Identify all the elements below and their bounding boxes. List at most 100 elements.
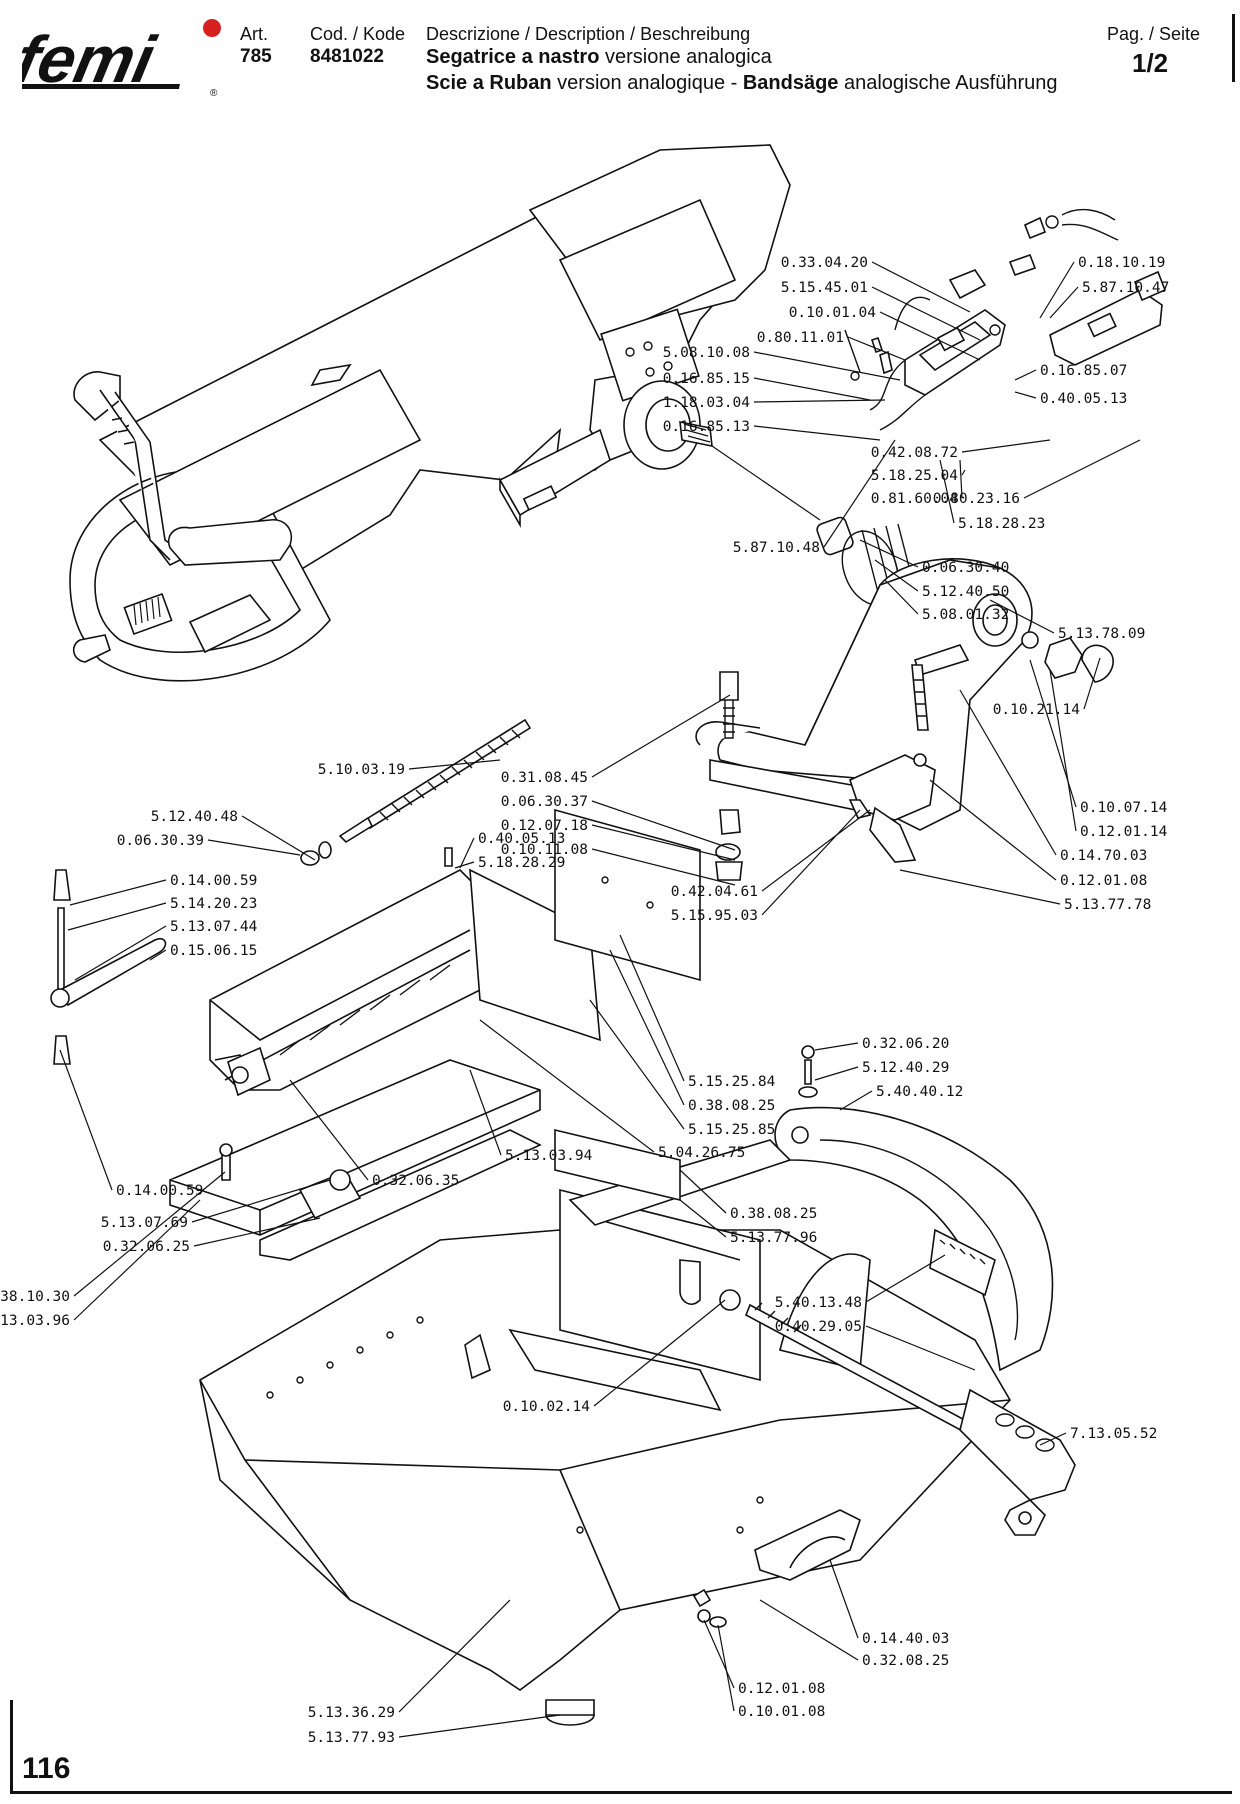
callout-label: 5.08.10.08 bbox=[663, 345, 750, 361]
leader-line bbox=[469, 1069, 502, 1156]
leader-line bbox=[479, 1019, 655, 1153]
callout-label: 5.08.01.32 bbox=[922, 607, 1009, 623]
callout-label: 0.12.01.08 bbox=[1060, 873, 1147, 889]
footer-bottom-rule bbox=[10, 1791, 1232, 1794]
callout-label: 0.10.21.14 bbox=[993, 702, 1081, 718]
leader-line bbox=[939, 459, 955, 524]
callout-label: 5.40.40.12 bbox=[876, 1084, 963, 1100]
header-right-rule bbox=[1232, 14, 1235, 82]
logo-red-dot bbox=[203, 19, 221, 37]
leader-line bbox=[839, 1090, 873, 1111]
callout-label: 0.40.05.13 bbox=[1040, 391, 1127, 407]
description-line-2: Scie a Ruban version analogique - Bandsä… bbox=[426, 72, 1058, 94]
leader-line bbox=[847, 336, 906, 361]
callout-label: 0.80.23.16 bbox=[933, 491, 1020, 507]
callout-label: 0.18.10.19 bbox=[1078, 255, 1165, 271]
callout-label: 5.12.40.48 bbox=[151, 809, 238, 825]
callout-label: 7.13.05.52 bbox=[1070, 1426, 1157, 1442]
leader-line bbox=[1023, 439, 1141, 499]
callout-label: 5.13.07.44 bbox=[170, 919, 258, 935]
leader-line bbox=[959, 459, 963, 499]
callout-label: 0.06.30.40 bbox=[922, 560, 1009, 576]
leader-line bbox=[865, 1254, 946, 1303]
callout-label: 0.16.85.07 bbox=[1040, 363, 1127, 379]
leader-line bbox=[961, 439, 1051, 453]
callout-label: 0.80.11.01 bbox=[757, 330, 844, 346]
leader-line bbox=[289, 1079, 369, 1181]
art-value: 785 bbox=[240, 46, 272, 67]
leader-line bbox=[959, 689, 1057, 856]
leader-line bbox=[1039, 261, 1075, 319]
leader-line bbox=[241, 815, 316, 861]
leader-line bbox=[609, 949, 685, 1106]
leader-line bbox=[871, 286, 981, 341]
leader-line bbox=[69, 879, 167, 906]
callout-leaders bbox=[59, 261, 1141, 1738]
leader-line bbox=[74, 925, 167, 981]
page-label: Pag. / Seite bbox=[1107, 24, 1201, 44]
callout-label: 0.32.06.25 bbox=[103, 1239, 190, 1255]
leader-line bbox=[408, 759, 501, 770]
callout-label: 0.06.30.39 bbox=[117, 833, 204, 849]
page-number: 116 bbox=[22, 1752, 71, 1785]
callout-label: 0.10.01.08 bbox=[738, 1704, 825, 1720]
callout-label: 5.14.20.23 bbox=[170, 896, 257, 912]
leader-line bbox=[589, 999, 685, 1130]
leader-line bbox=[679, 1169, 727, 1214]
callout-label: 0.32.06.35 bbox=[372, 1173, 459, 1189]
leader-line bbox=[961, 469, 966, 476]
callout-label: 0.81.60.04 bbox=[871, 491, 959, 507]
leader-line bbox=[929, 779, 1057, 881]
leader-line bbox=[459, 837, 475, 869]
leader-line bbox=[679, 1199, 727, 1238]
leader-line bbox=[59, 1049, 113, 1191]
callout-label: 0.38.08.25 bbox=[730, 1206, 817, 1222]
leader-line bbox=[761, 809, 871, 892]
leader-line bbox=[829, 1559, 859, 1639]
vise-jaws bbox=[169, 1059, 542, 1261]
centerline bbox=[711, 445, 821, 521]
callout-label: 5.13.36.29 bbox=[308, 1705, 395, 1721]
callout-label: 0.12.07.18 bbox=[501, 818, 588, 834]
callout-label: 5.18.28.23 bbox=[958, 516, 1045, 532]
leader-line bbox=[1039, 1432, 1067, 1446]
leader-line bbox=[717, 1624, 735, 1712]
callout-label: 5.04.26.75 bbox=[658, 1145, 745, 1161]
callout-label: 0.10.02.14 bbox=[503, 1399, 591, 1415]
machine-base bbox=[199, 1128, 1011, 1726]
callout-label: 0.14.70.03 bbox=[1060, 848, 1147, 864]
callout-label: 5.13.77.93 bbox=[308, 1730, 395, 1746]
callout-label: 5.15.45.01 bbox=[781, 280, 868, 296]
leader-line bbox=[753, 351, 901, 381]
callout-label: 0.40.29.05 bbox=[775, 1319, 862, 1335]
exploded-parts-diagram: 0.33.04.200.18.10.195.15.45.015.87.10.47… bbox=[0, 144, 1169, 1746]
leader-line bbox=[879, 311, 981, 361]
leader-line bbox=[753, 377, 871, 401]
leader-line bbox=[759, 1599, 859, 1661]
callout-label: 0.16.85.15 bbox=[663, 371, 750, 387]
callout-label: 5.13.78.09 bbox=[1058, 626, 1145, 642]
leader-line bbox=[67, 902, 167, 931]
callout-label: 0.38.10.30 bbox=[0, 1289, 70, 1305]
leader-line bbox=[1083, 657, 1101, 710]
callout-label: 5.13.77.96 bbox=[730, 1230, 817, 1246]
callout-label: 0.32.08.25 bbox=[862, 1653, 949, 1669]
callout-label: 0.14.40.03 bbox=[862, 1631, 949, 1647]
leader-line bbox=[593, 1299, 726, 1407]
code-label: Cod. / Kode bbox=[310, 24, 406, 44]
callout-label: 5.40.13.48 bbox=[775, 1295, 862, 1311]
leader-line bbox=[814, 1042, 859, 1051]
callout-label: 0.12.01.14 bbox=[1080, 824, 1168, 840]
callout-label: 0.10.11.08 bbox=[501, 842, 588, 858]
callout-label: 0.42.08.72 bbox=[871, 445, 958, 461]
leader-line bbox=[149, 949, 167, 961]
callout-label: 5.12.40.29 bbox=[862, 1060, 949, 1076]
leader-line bbox=[454, 861, 475, 869]
leader-line bbox=[761, 809, 861, 916]
callout-label: 5.87.10.47 bbox=[1082, 280, 1169, 296]
leader-line bbox=[591, 800, 736, 851]
femi-logo: femi ® bbox=[6, 18, 232, 103]
blade-guard-assembly bbox=[209, 808, 701, 1097]
leader-line bbox=[591, 848, 736, 886]
callout-label: 0.16.85.13 bbox=[663, 419, 750, 435]
